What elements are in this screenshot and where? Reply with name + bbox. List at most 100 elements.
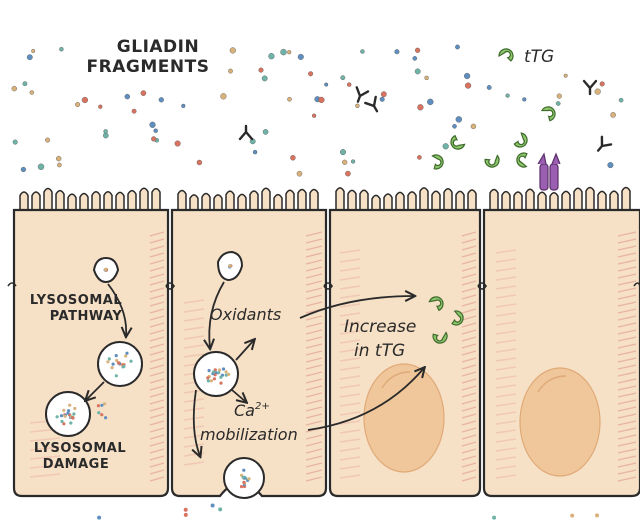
- vesicle-dot: [114, 374, 118, 378]
- microvillus: [597, 190, 607, 214]
- microvillus: [19, 191, 29, 214]
- hatch-line: [149, 231, 165, 237]
- leaked-dot: [104, 416, 108, 420]
- hatch-line: [183, 443, 205, 448]
- vesicle-dot: [111, 362, 115, 366]
- antibody-stroke: [596, 135, 613, 152]
- gliadin-dot: [570, 513, 575, 518]
- hatch-line: [339, 312, 361, 317]
- antibody-stroke: [582, 79, 598, 96]
- hatch-line: [495, 267, 517, 272]
- hatch-line: [461, 308, 477, 314]
- arrow-endosome-to-oxidants: [235, 340, 254, 361]
- hatch-line: [461, 259, 477, 265]
- hatch-line: [305, 469, 323, 475]
- hatch-line: [149, 406, 165, 412]
- hatch-line: [461, 301, 477, 307]
- microvillus: [249, 190, 259, 214]
- hatch-line: [461, 385, 477, 391]
- gliadin-dot: [610, 112, 616, 118]
- hatch-line: [149, 420, 165, 426]
- calcium-text: Ca: [234, 401, 255, 420]
- hatch-line: [339, 366, 361, 371]
- hatch-line: [339, 303, 361, 308]
- hatch-line: [495, 366, 517, 371]
- leaked-dot: [97, 411, 101, 415]
- cell-2: [170, 208, 328, 498]
- hatch-line: [183, 335, 205, 340]
- microvillus: [455, 190, 465, 214]
- gliadin-dot: [181, 103, 186, 108]
- vesicle-dot: [67, 409, 71, 413]
- hatch-line: [305, 378, 323, 384]
- green-crescent-icon: [484, 154, 500, 168]
- microvillus: [177, 189, 187, 214]
- gliadin-dot: [149, 121, 156, 128]
- hatch-line: [617, 399, 637, 405]
- hatch-line: [461, 413, 477, 419]
- hatch-line: [461, 406, 477, 412]
- gliadin-dot: [103, 132, 109, 139]
- gliadin-dot: [218, 507, 223, 512]
- hatch-line: [149, 329, 165, 335]
- hatch-line: [617, 441, 637, 447]
- hatch-line: [305, 238, 323, 244]
- ttg-extracellular: [431, 48, 556, 170]
- green-crescent-icon: [484, 154, 500, 168]
- hatch-line: [461, 378, 477, 384]
- hatch-line: [339, 438, 361, 443]
- gliadin-dot: [26, 54, 33, 61]
- gliadin-dot: [131, 108, 137, 114]
- hatch-line: [305, 329, 323, 335]
- vesicle-dot: [73, 406, 77, 411]
- vesicle-dot: [217, 371, 221, 375]
- microvillus: [55, 189, 65, 214]
- vesicle-dot: [55, 415, 59, 419]
- hatch-line: [149, 448, 165, 454]
- hatch-line: [339, 339, 361, 344]
- gliadin-dot: [442, 143, 449, 150]
- vesicle-dot: [60, 419, 64, 424]
- green-crescent-icon: [431, 154, 444, 170]
- gliadin-dot: [280, 48, 287, 56]
- hatch-line: [183, 299, 205, 304]
- arrow-lysosome-to-damage: [86, 381, 105, 400]
- hatch-line: [617, 371, 637, 377]
- hatch-line: [617, 343, 637, 349]
- microvillus: [297, 188, 307, 214]
- hatch-line: [495, 429, 517, 434]
- hatch-line: [183, 344, 205, 349]
- gliadin-dot: [103, 129, 108, 134]
- gliadin-dot: [210, 503, 215, 508]
- vesicle-dot: [206, 376, 210, 380]
- microvillus: [621, 186, 631, 214]
- hatch-line: [617, 469, 637, 475]
- vesicle-dot: [227, 372, 231, 376]
- hatch-line: [305, 392, 323, 398]
- hatch-line: [305, 336, 323, 342]
- microvillus: [573, 187, 583, 214]
- gliadin-dot: [594, 88, 601, 95]
- gliadin-dot: [599, 81, 605, 87]
- hatch-line: [617, 238, 637, 244]
- hatch-line: [461, 357, 477, 363]
- hatch-line: [305, 280, 323, 286]
- hatch-line: [495, 357, 517, 362]
- gliadin-dot: [140, 90, 147, 96]
- vesicle-dot: [124, 354, 128, 358]
- hatch-line: [305, 273, 323, 279]
- vesicle-dot: [66, 411, 70, 415]
- hatch-line: [495, 276, 517, 281]
- gliadin-dot: [37, 163, 45, 171]
- leaked-dot: [100, 413, 104, 417]
- hatch-line: [149, 455, 165, 461]
- hatch-line: [339, 375, 361, 380]
- hatch-line: [495, 456, 517, 461]
- hatch-line: [617, 280, 637, 286]
- gliadin-dot: [297, 53, 304, 60]
- cell-shading-hatch: [29, 231, 637, 482]
- hatch-line: [183, 434, 205, 439]
- hatch-line: [339, 267, 361, 272]
- hatch-line: [339, 357, 361, 362]
